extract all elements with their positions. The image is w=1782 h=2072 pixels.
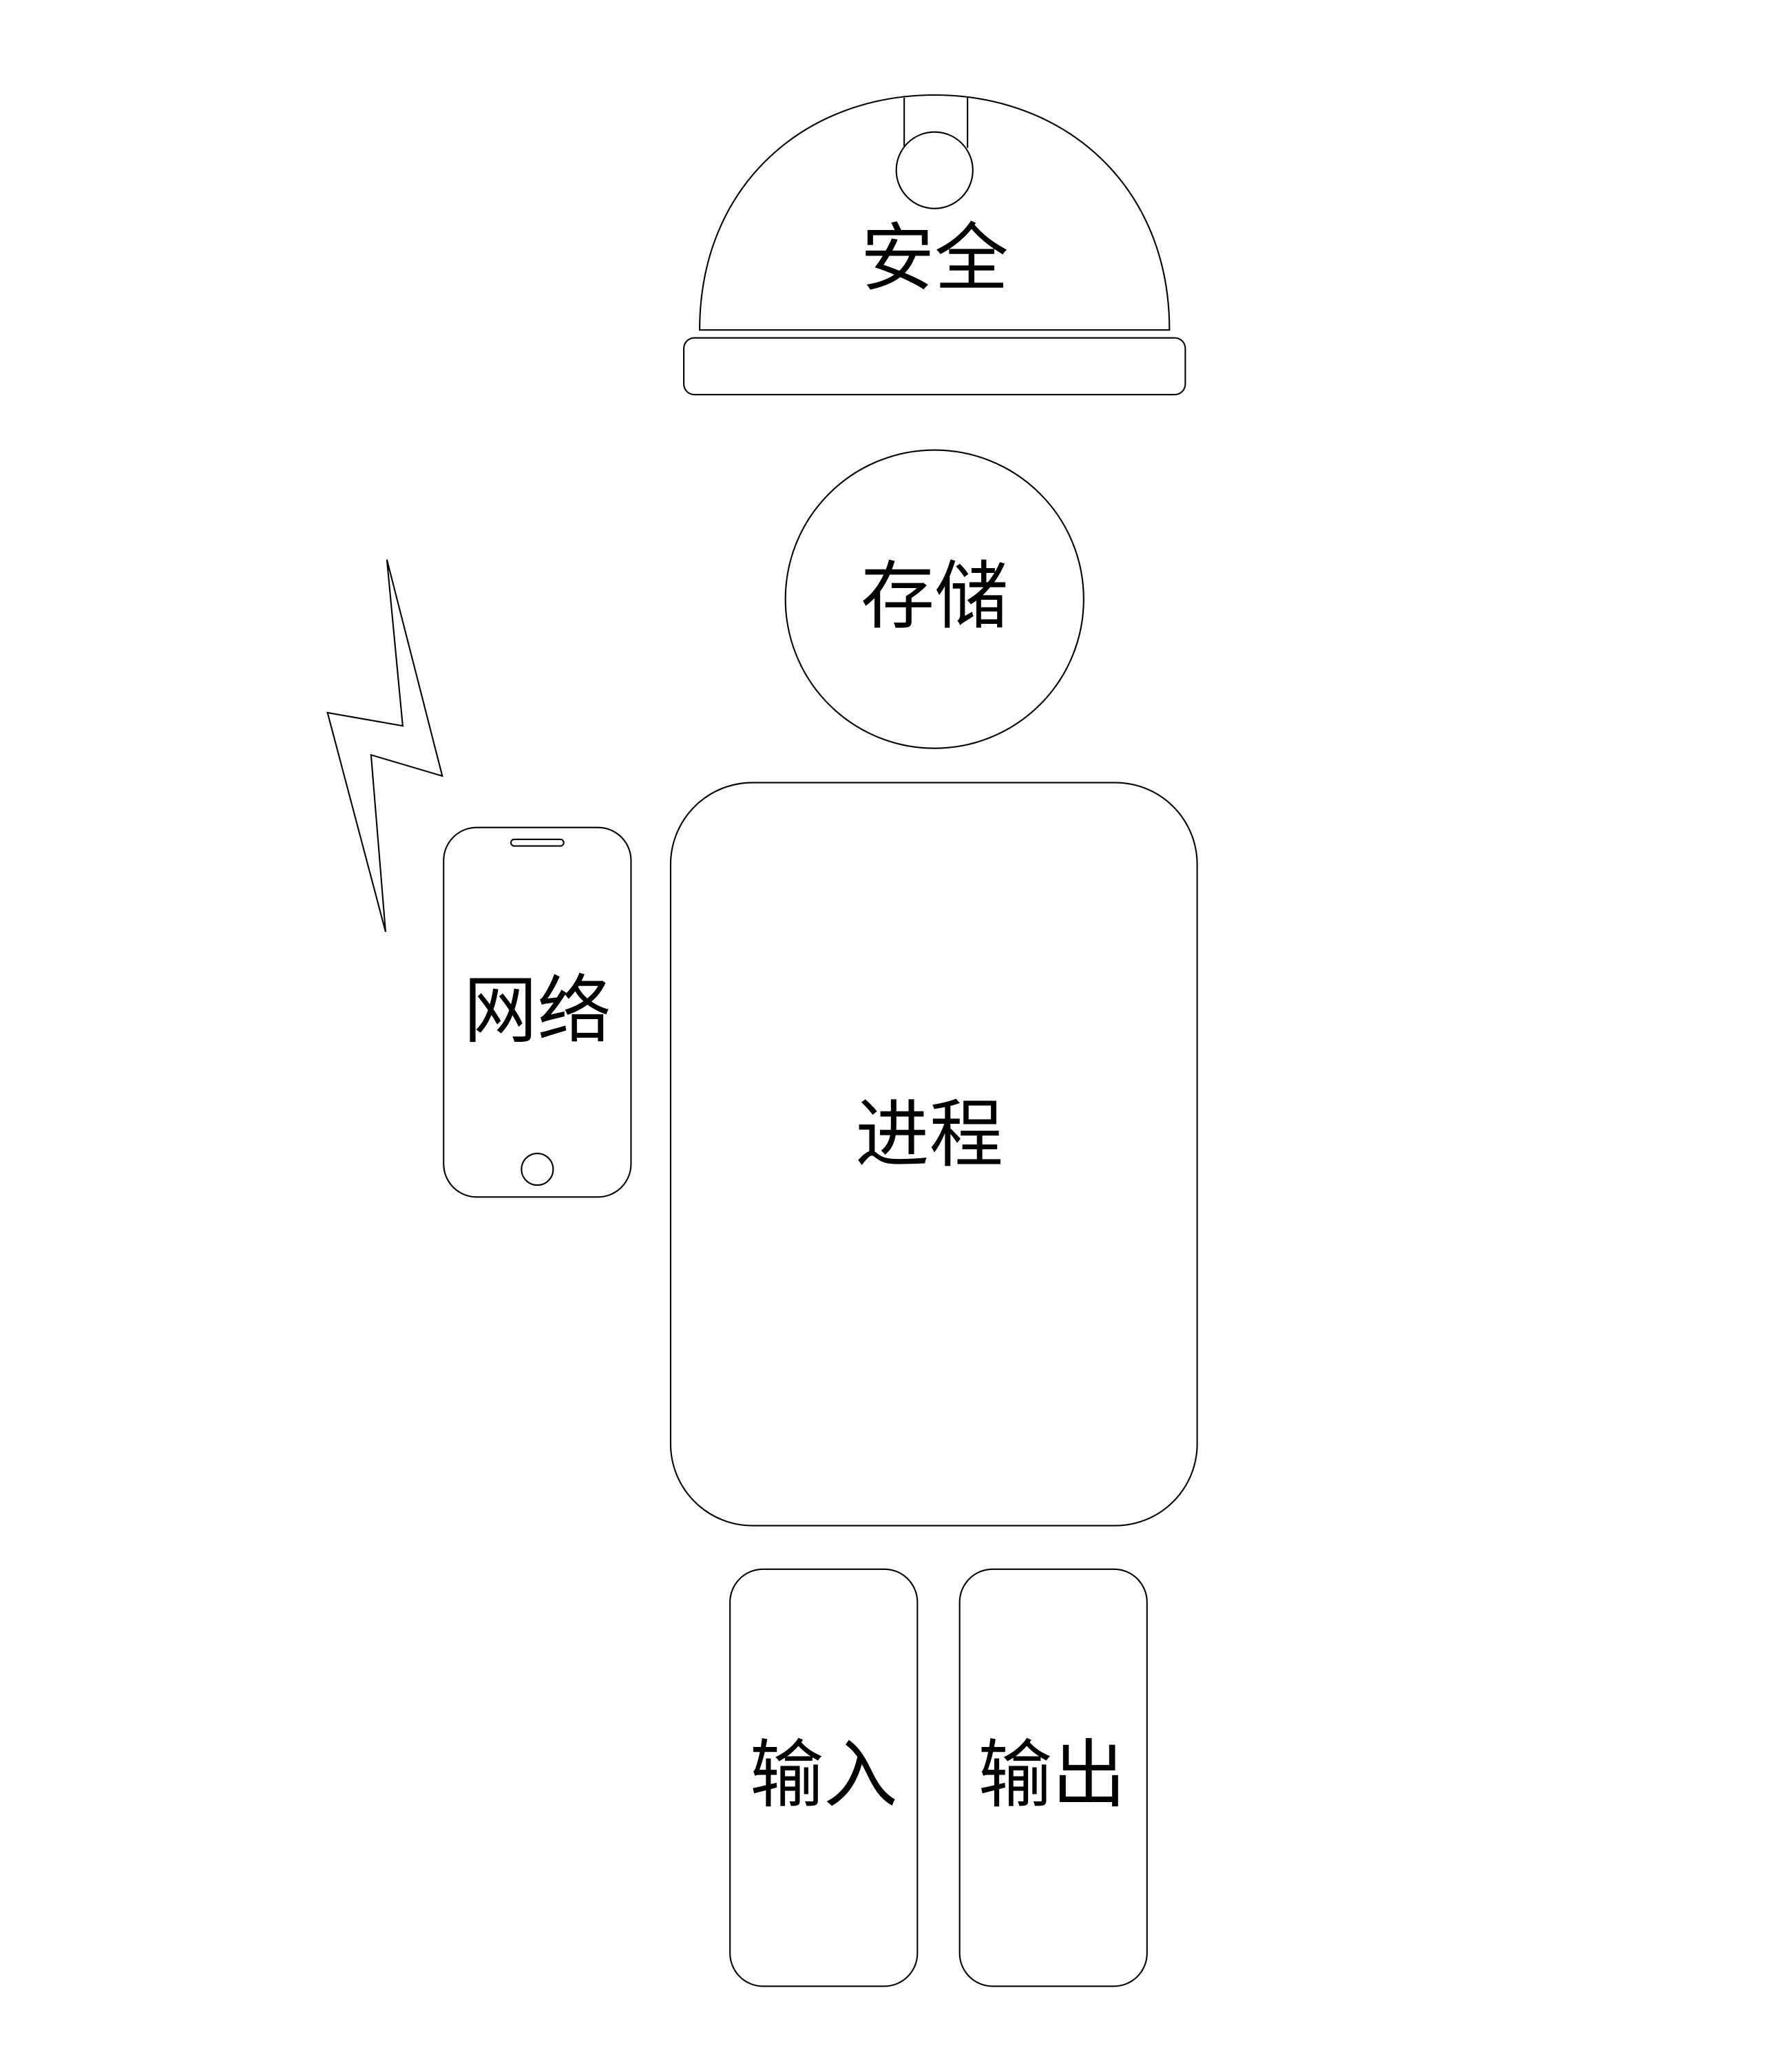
phone: 网络 [443, 826, 632, 1198]
network-label: 网络 [463, 968, 611, 1054]
input-label: 输入 [750, 1732, 898, 1818]
helmet-dome [699, 94, 1171, 331]
storage-label: 存储 [861, 554, 1009, 640]
storage-head [784, 449, 1084, 749]
phone-speaker [510, 838, 565, 847]
left-leg: 输入 [729, 1568, 919, 1987]
helmet-brim [683, 337, 1186, 396]
output-label: 输出 [978, 1732, 1126, 1818]
lightning-icon [326, 559, 443, 932]
process-body [669, 782, 1198, 1527]
output-leg [958, 1568, 1148, 1987]
helmet: 安全 [683, 94, 1186, 396]
input-leg [729, 1568, 919, 1987]
body: 进程 [669, 782, 1198, 1527]
security-label: 安全 [861, 216, 1009, 302]
right-leg: 输出 [958, 1568, 1148, 1987]
head: 存储 [784, 449, 1084, 749]
helmet-lamp [895, 131, 974, 209]
process-label: 进程 [855, 1092, 1003, 1178]
phone-home-button [521, 1153, 554, 1186]
helmet-slot [903, 97, 969, 148]
phone-body [443, 826, 632, 1198]
